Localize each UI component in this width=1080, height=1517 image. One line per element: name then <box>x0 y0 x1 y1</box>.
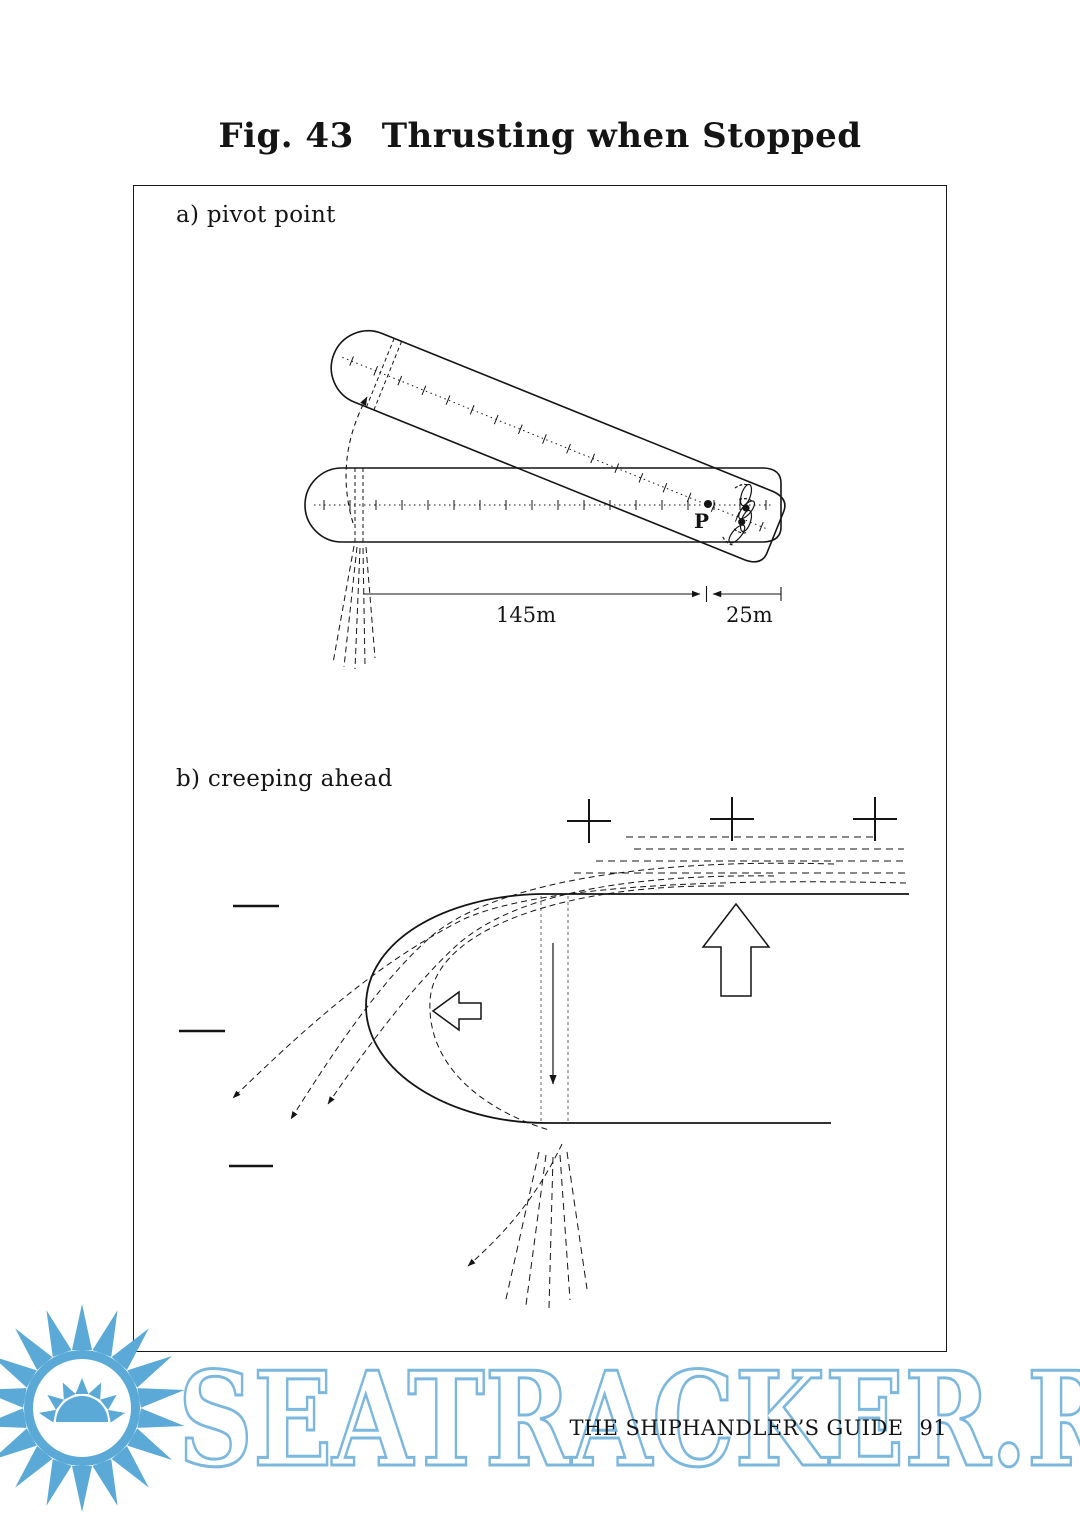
plus-marker <box>710 797 754 841</box>
page-footer: THE SHIPHANDLER’S GUIDE 91 <box>133 1416 947 1440</box>
plus-marker <box>567 799 611 843</box>
figure-frame: a) pivot point b) creeping ahead P 145m … <box>133 185 947 1352</box>
dimension-145m-label: 145m <box>496 603 556 627</box>
book-title: THE SHIPHANDLER’S GUIDE <box>569 1416 904 1440</box>
thruster-tunnel-lines <box>540 896 569 1121</box>
thrust-left-arrow <box>431 990 482 1032</box>
section-a-label: a) pivot point <box>176 202 336 228</box>
figure-number: Fig. 43 <box>218 116 354 156</box>
pressure-minus-markers <box>179 904 279 1168</box>
rising-sun <box>38 1378 126 1423</box>
figure-title-text: Thrusting when Stopped <box>381 116 862 156</box>
diagram-creeping-ahead <box>179 797 909 1309</box>
swing-direction-arrow <box>345 396 368 524</box>
sun-logo-disc <box>33 1359 131 1457</box>
page-number: 91 <box>919 1416 947 1440</box>
streamlines-around-bow <box>232 862 907 1267</box>
figure-drawing <box>179 318 909 1309</box>
dimension-25m-label: 25m <box>726 603 773 627</box>
pivot-point-dot <box>704 500 712 508</box>
streamlines-top <box>574 836 906 874</box>
pivot-point-label: P <box>694 509 710 533</box>
dimension-lines <box>363 586 782 602</box>
stern-wash <box>505 1151 588 1309</box>
bow-hull-outline <box>365 893 909 1124</box>
figure-title: Fig. 43 Thrusting when Stopped <box>0 116 1080 156</box>
bow-thruster-wash <box>332 545 376 670</box>
plus-marker <box>853 797 897 841</box>
diagram-pivot-point <box>304 318 790 670</box>
ship-hull-rotated <box>319 318 790 568</box>
section-b-label: b) creeping ahead <box>176 766 393 792</box>
thrust-up-arrow <box>701 902 771 997</box>
pressure-plus-markers <box>567 797 897 843</box>
